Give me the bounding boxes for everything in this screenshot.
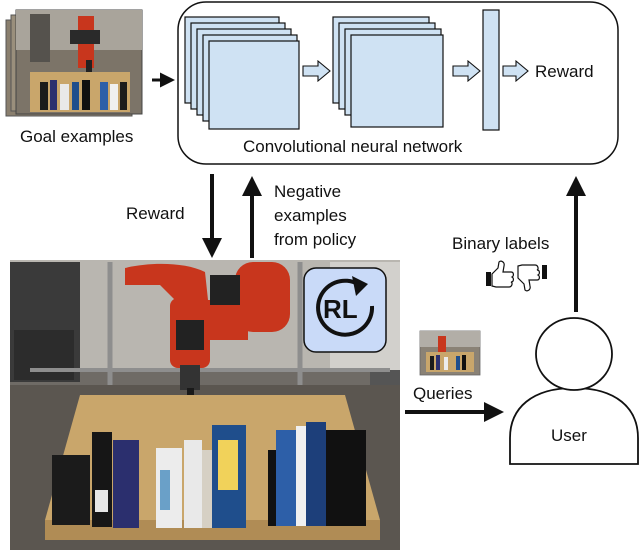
negative-examples-line-1: Negative bbox=[274, 182, 342, 201]
rl-badge bbox=[303, 267, 387, 353]
negative-examples-line-2: examples bbox=[274, 206, 347, 225]
rl-badge-label: RL bbox=[323, 294, 358, 324]
goal-examples-label: Goal examples bbox=[20, 127, 134, 146]
fully-connected-layer bbox=[482, 9, 500, 131]
conv-layer-stack-1 bbox=[184, 16, 300, 130]
user-label: User bbox=[551, 426, 587, 445]
cnn-caption: Convolutional neural network bbox=[243, 137, 463, 156]
reward-output-arrow bbox=[502, 59, 529, 83]
robot-workspace-photo bbox=[10, 260, 400, 550]
layer-arrow-1 bbox=[302, 59, 331, 83]
reward-down-label: Reward bbox=[126, 204, 185, 223]
user-silhouette-icon bbox=[509, 317, 639, 465]
refresh-cycle-icon bbox=[316, 276, 375, 337]
query-thumbnail bbox=[419, 330, 481, 376]
reward-output-label: Reward bbox=[535, 62, 594, 81]
layer-arrow-2 bbox=[452, 59, 481, 83]
goal-example-photo bbox=[15, 9, 143, 115]
thumbs-down-icon bbox=[517, 264, 547, 292]
goal-examples-image-stack bbox=[5, 9, 143, 117]
conv-layer-stack-2 bbox=[332, 16, 444, 128]
binary-labels-label: Binary labels bbox=[452, 234, 550, 253]
thumbs-up-icon bbox=[486, 260, 514, 288]
negative-examples-line-3: from policy bbox=[274, 230, 357, 249]
queries-label: Queries bbox=[413, 384, 473, 403]
